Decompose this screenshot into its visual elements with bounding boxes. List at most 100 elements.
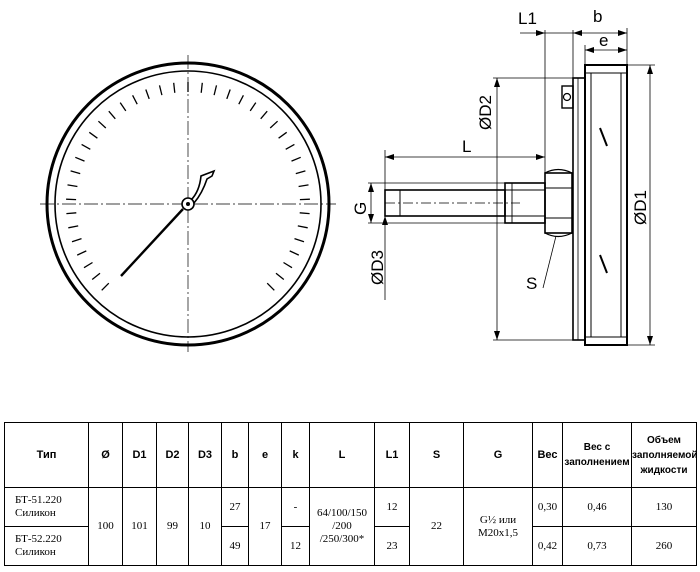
dimension-arrows	[368, 30, 653, 345]
glass-mark-bottom	[599, 254, 608, 274]
l1-cell: 23	[374, 526, 410, 566]
scale-tick	[299, 212, 310, 215]
scale-tick	[173, 82, 176, 93]
b-cell: 27	[221, 487, 249, 527]
gauge-pointer	[120, 169, 216, 277]
header-cell: k	[281, 422, 310, 488]
scale-tick	[132, 95, 138, 105]
scale-tick	[83, 261, 93, 269]
scale-tick	[71, 237, 82, 243]
header-cell: S	[409, 422, 464, 488]
header-cell: Вес	[532, 422, 563, 488]
scale-tick	[119, 102, 127, 112]
scale-tick	[70, 170, 81, 175]
case-back-flange	[572, 77, 586, 341]
glass-mark-top	[599, 127, 608, 147]
k-cell: 12	[281, 526, 310, 566]
dim-label-g: G	[351, 202, 370, 215]
header-cell: Тип	[4, 422, 89, 488]
scale-tick	[97, 120, 107, 129]
pointer-hub-center	[186, 202, 190, 206]
weight-filled-cell: 0,46	[562, 487, 632, 527]
s-cell: 22	[409, 487, 464, 566]
dim-label-l1: L1	[518, 9, 537, 28]
header-cell: Ø	[88, 422, 123, 488]
b-cell: 49	[221, 526, 249, 566]
spec-table: Тип Ø D1 D2 D3 b e k L L1 S G Вес Вес с …	[4, 422, 697, 566]
scale-tick	[283, 261, 293, 269]
header-cell: Вес с заполнением	[562, 422, 632, 488]
scale-tick	[145, 89, 150, 100]
l-cell: 64/100/150/200/250/300*	[309, 487, 375, 566]
scale-tick	[238, 95, 244, 105]
header-cell: L	[309, 422, 375, 488]
gauge-front-view	[40, 55, 336, 352]
scale-tick	[285, 143, 295, 150]
table-header-row: Тип Ø D1 D2 D3 b e k L L1 S G Вес Вес с …	[4, 422, 697, 488]
clamp-screw	[561, 85, 574, 109]
header-cell: D1	[122, 422, 157, 488]
dim-label-b: b	[593, 7, 602, 26]
scale-tick	[81, 143, 91, 150]
dim-label-d3: ØD3	[368, 250, 387, 285]
d2-cell: 99	[156, 487, 189, 566]
header-cell: Объем заполняемой жидкости	[631, 422, 697, 488]
scale-tick	[294, 237, 305, 243]
volume-cell: 130	[631, 487, 697, 527]
scale-tick	[226, 89, 231, 100]
gauge-drawing: L1 b e ØD2 L G ØD3 ØD1 S	[40, 7, 655, 352]
weight-cell: 0,42	[532, 526, 563, 566]
scale-tick	[213, 85, 218, 96]
dim-label-s: S	[526, 274, 537, 293]
scale-tick	[289, 250, 300, 256]
header-cell: b	[221, 422, 249, 488]
header-cell: e	[248, 422, 282, 488]
scale-tick	[108, 110, 116, 120]
scale-tick	[200, 82, 203, 93]
scale-tick	[266, 282, 275, 291]
scale-tick	[88, 131, 98, 139]
dimension-lines	[368, 28, 655, 346]
hex-nut	[544, 172, 573, 234]
header-cell: D2	[156, 422, 189, 488]
dim-label-e: e	[599, 31, 608, 50]
scale-tick	[295, 170, 306, 175]
scale-tick	[158, 85, 163, 96]
d1-cell: 101	[122, 487, 157, 566]
scale-tick	[278, 131, 288, 139]
volume-cell: 260	[631, 526, 697, 566]
weight-filled-cell: 0,73	[562, 526, 632, 566]
scale-tick	[91, 272, 101, 281]
scale-tick	[67, 184, 78, 188]
header-cell: G	[463, 422, 533, 488]
scale-tick	[297, 225, 308, 229]
dim-label-d1: ØD1	[631, 190, 650, 225]
k-cell: -	[281, 487, 310, 527]
d3-cell: 10	[188, 487, 222, 566]
scale-tick	[66, 212, 77, 215]
scale-tick	[68, 225, 79, 229]
scale-tick	[76, 250, 87, 256]
scale-tick	[260, 110, 268, 120]
gauge-side-view	[384, 64, 628, 346]
scale-tick	[269, 120, 279, 129]
scale-tick	[101, 282, 110, 291]
diameter-cell: 100	[88, 487, 123, 566]
scale-tick	[249, 102, 257, 112]
scale-tick	[275, 272, 285, 281]
dim-label-d2: ØD2	[476, 95, 495, 130]
header-cell: L1	[374, 422, 410, 488]
dim-label-l: L	[462, 137, 471, 156]
l1-cell: 12	[374, 487, 410, 527]
weight-cell: 0,30	[532, 487, 563, 527]
e-cell: 17	[248, 487, 282, 566]
scale-tick	[75, 156, 85, 162]
scale-tick	[298, 184, 309, 188]
header-cell: D3	[188, 422, 222, 488]
scale-tick	[291, 156, 301, 162]
